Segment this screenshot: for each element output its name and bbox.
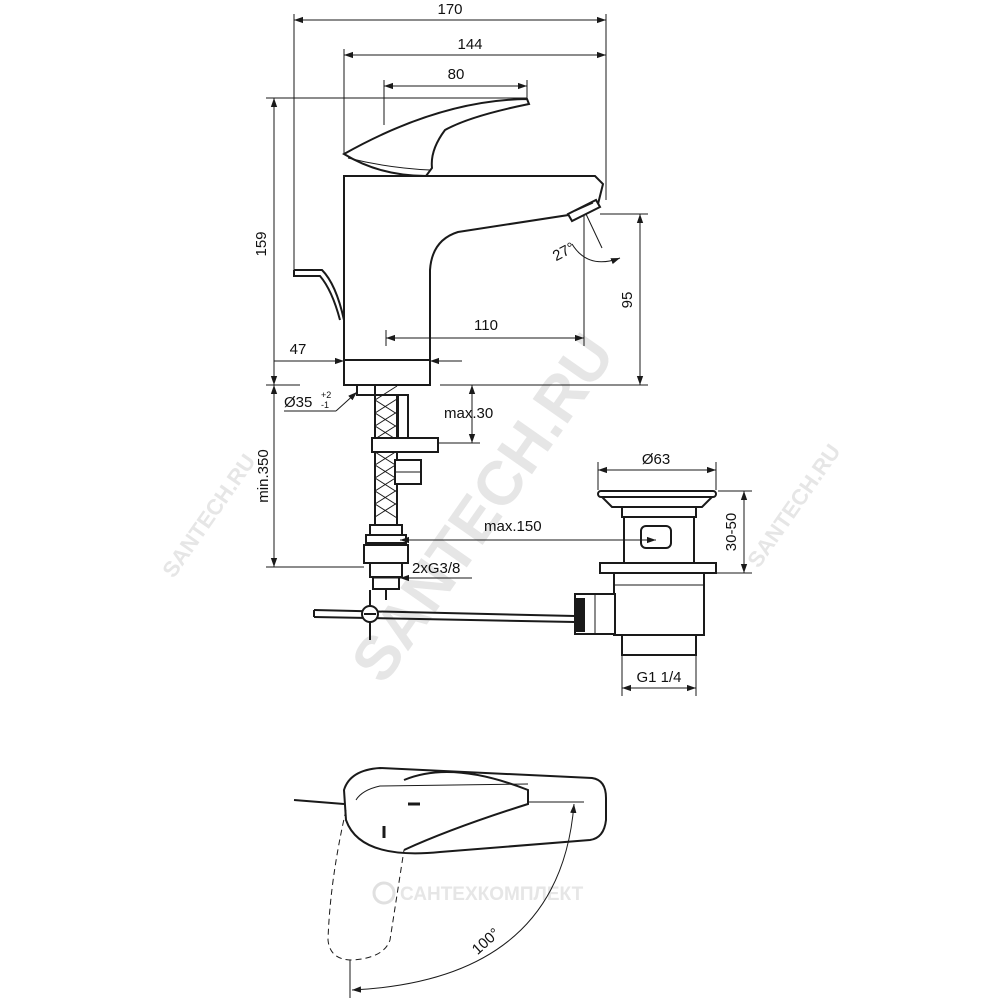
dim-width-total: 170	[437, 1, 462, 18]
dim-drain-diameter: Ø63	[642, 451, 670, 468]
dim-lever-rotation: 100°	[469, 925, 503, 958]
dim-hose-thread: 2xG3/8	[412, 560, 460, 577]
dimension-lines	[266, 14, 752, 998]
dim-spout-height: 95	[619, 292, 636, 309]
dim-spout-angle: 27°	[550, 239, 578, 265]
dim-base-tol-minus: -1	[321, 400, 329, 410]
dim-spout-reach: 110	[474, 317, 498, 334]
faucet-side-view	[293, 97, 605, 640]
watermark-small-left: SANTECH.RU	[157, 449, 260, 581]
faucet-top-view	[293, 766, 607, 961]
dim-width-spout: 144	[457, 36, 482, 53]
dim-rod-length: max.150	[484, 518, 542, 535]
dim-drain-range: 30-50	[723, 513, 740, 551]
dim-height-total: 159	[253, 231, 270, 256]
dim-max-thickness: max.30	[444, 405, 493, 422]
brand-watermark-text: САНТЕХКОМПЛЕКТ	[400, 884, 584, 905]
dim-base-offset: 47	[290, 341, 307, 358]
dim-hose-length: min.350	[255, 449, 272, 502]
waste-drain	[574, 490, 717, 656]
dim-drain-thread: G1 1/4	[636, 669, 681, 686]
watermark-small-right: SANTECH.RU	[742, 439, 845, 571]
dim-width-lever: 80	[448, 66, 465, 83]
dim-base-tol-plus: +2	[321, 390, 331, 400]
dim-base-diameter: Ø35	[284, 394, 312, 411]
